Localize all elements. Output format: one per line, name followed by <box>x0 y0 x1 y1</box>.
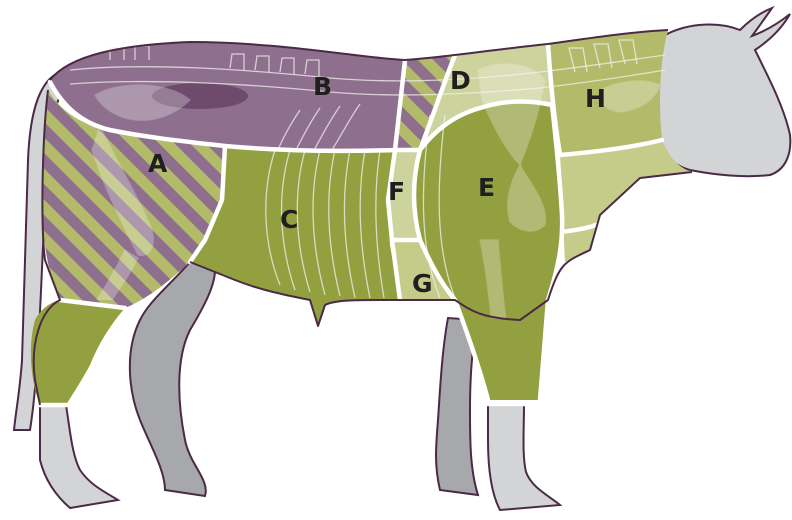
label-a: A <box>148 149 168 178</box>
label-d: D <box>450 66 471 95</box>
segment-neck-lower-area <box>560 140 692 262</box>
label-f: F <box>388 177 405 206</box>
label-c: C <box>280 205 298 234</box>
near-hind-lower-leg <box>40 405 118 508</box>
label-b: B <box>313 72 332 101</box>
label-h: H <box>585 84 606 113</box>
near-fore-lower-leg <box>488 405 560 510</box>
head <box>657 8 791 176</box>
label-e: E <box>478 173 495 202</box>
label-g: G <box>412 269 433 298</box>
